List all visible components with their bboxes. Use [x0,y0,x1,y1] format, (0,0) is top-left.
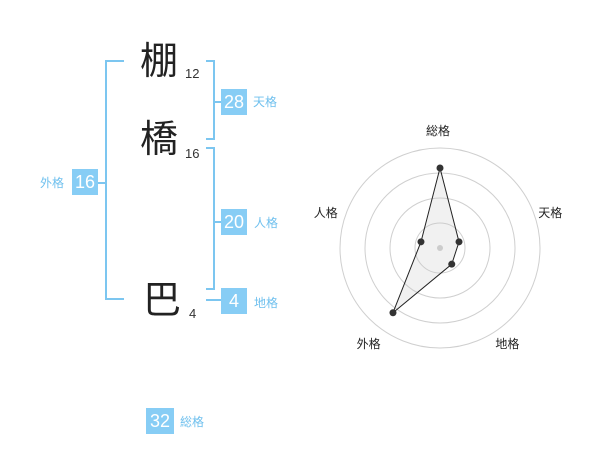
radar-ring-2 [389,197,491,299]
gaikaku-value: 16 [72,169,98,195]
jinkaku-label: 人格 [254,216,279,230]
tenkaku-bracket [206,60,215,140]
tenkaku-value: 28 [221,89,247,115]
radar-axis-label-4: 外格 [356,337,381,352]
radar-point-1 [436,164,444,172]
gaikaku-bracket [105,60,124,300]
radar-ring-1 [414,222,466,274]
name-char-1: 棚 [140,39,179,83]
radar-axis-label-2: 天格 [538,205,563,220]
radar-series-polygon [392,167,460,314]
radar-axis-label-3: 地格 [495,337,520,352]
radar-ring-3 [364,172,516,324]
stroke-count-3: 4 [189,306,197,321]
radar-center-dot [437,245,443,251]
chikaku-value: 4 [221,288,247,314]
jinkaku-value: 20 [221,209,247,235]
chikaku-label: 地格 [254,296,279,310]
soukaku-label: 総格 [180,415,205,429]
gaikaku-label: 外格 [40,176,65,190]
radar-axis-label-1: 総格 [426,124,451,138]
stroke-count-1: 12 [185,66,200,81]
radar-axis-label-5: 人格 [313,205,338,220]
stroke-count-2: 16 [185,146,200,161]
radar-point-2 [455,238,463,246]
radar-point-4 [389,309,397,317]
soukaku-value: 32 [146,408,174,434]
radar-point-3 [448,260,456,268]
radar-ring-4 [339,147,541,349]
name-char-3: 巴 [143,278,182,322]
name-char-2: 橋 [140,117,179,161]
tenkaku-label: 天格 [253,95,278,109]
jinkaku-bracket [206,147,215,290]
radar-point-5 [417,238,425,246]
